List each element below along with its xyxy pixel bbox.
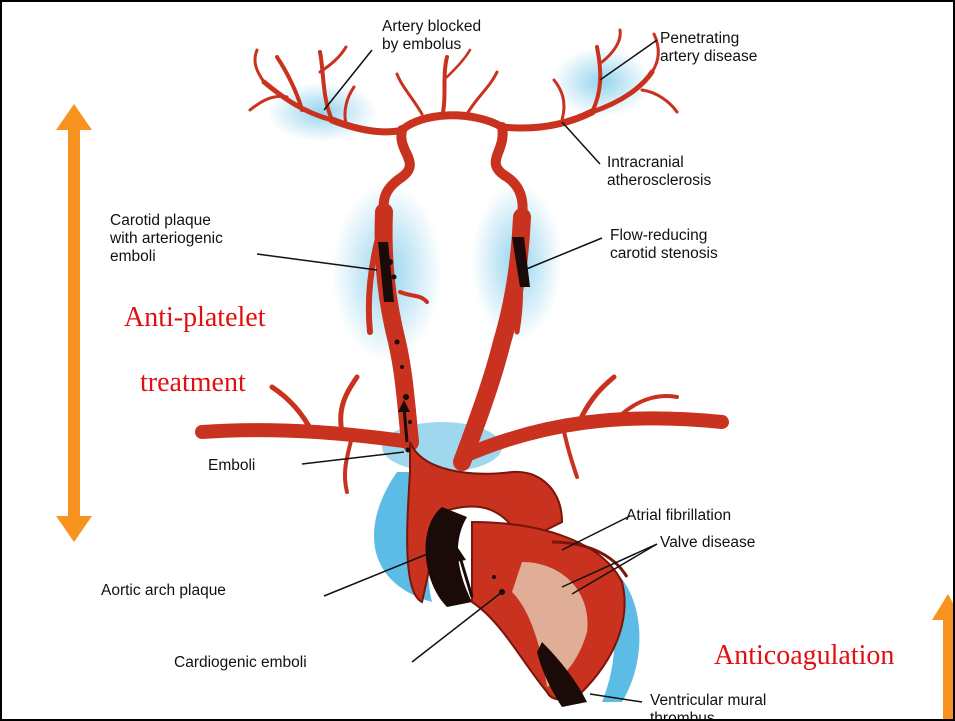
anticoagulation-range-arrow — [932, 594, 953, 719]
label-cardiogenic-emboli: Cardiogenic emboli — [174, 654, 307, 672]
label-emboli: Emboli — [208, 457, 255, 475]
label-atrial-fibrillation: Atrial fibrillation — [626, 507, 731, 525]
anticoagulation-label: Anticoagulation — [714, 640, 894, 672]
label-valve-disease: Valve disease — [660, 534, 755, 552]
antiplatelet-treatment-line2: treatment — [140, 367, 246, 399]
antiplatelet-treatment-line1: Anti-platelet — [124, 302, 266, 334]
label-aortic-arch-plaque: Aortic arch plaque — [101, 582, 226, 600]
antiplatelet-range-arrow — [56, 104, 92, 542]
